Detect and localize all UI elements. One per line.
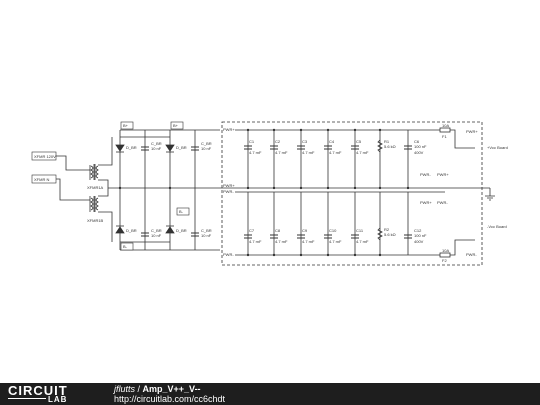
diode-label-1: D_BR xyxy=(126,145,137,150)
cap-value-c7: 4.7 mF xyxy=(249,239,262,244)
resistor-value-r2: 5.6 kΩ xyxy=(384,232,396,237)
input-cap-name-1: C_BR xyxy=(151,141,162,146)
input-cap-value-3: 10 nF xyxy=(151,233,162,238)
mid-label-c: PWR+ xyxy=(437,172,449,177)
resistor-name-r2: R2 xyxy=(384,227,390,232)
cap-name-c4: C4 xyxy=(329,139,335,144)
schematic-canvas: XFMR 120V XFMR N XFMR1A XFMR1B B+ B+ B- … xyxy=(31,121,508,266)
rail-label-top-out: PWR+ xyxy=(223,127,235,132)
film-cap-rating-c12: 400V xyxy=(414,239,424,244)
input-cap-name-3: C_BR xyxy=(151,228,162,233)
mid-label-b: PWR+ xyxy=(420,200,432,205)
diode-label-4: D_BR xyxy=(176,228,187,233)
film-cap-rating-c6: 400V xyxy=(414,150,424,155)
input-cap-name-4: C_BR xyxy=(201,228,212,233)
diode-label-3: D_BR xyxy=(126,228,137,233)
rail-label-bot-in: PWR- xyxy=(223,189,234,194)
rail-label-bot-out: PWR- xyxy=(223,252,234,257)
fuse-rating-f2: 10A xyxy=(442,248,449,253)
cap-name-c7: C7 xyxy=(249,228,255,233)
project-name[interactable]: Amp_V++_V-- xyxy=(142,384,201,394)
cap-name-c1: C1 xyxy=(249,139,255,144)
cap-name-c2: C2 xyxy=(275,139,281,144)
film-cap-name-c6: C6 xyxy=(414,139,420,144)
diode-tag-top-1: B+ xyxy=(123,123,129,128)
cap-value-c2: 4.7 mF xyxy=(275,150,288,155)
footer-bar: CIRCUIT LAB jflutts / Amp_V++_V-- http:/… xyxy=(0,383,540,405)
fuse-rating-f1: 10A xyxy=(442,123,449,128)
cap-value-c1: 4.7 mF xyxy=(249,150,262,155)
input-cap-value-1: 10 nF xyxy=(151,146,162,151)
logo-underline xyxy=(8,398,46,399)
transformer-label-1: XFMR1A xyxy=(87,185,104,190)
cap-value-c11: 4.7 mF xyxy=(356,239,369,244)
board-label-bottom: -Vcc Board xyxy=(487,224,507,229)
fuse-name-f1: F1 xyxy=(442,134,447,139)
film-cap-value-c6: 100 nF xyxy=(414,144,427,149)
resistor-value-r1: 5.6 kΩ xyxy=(384,144,396,149)
cap-name-c5: C5 xyxy=(356,139,362,144)
input-cap-name-2: C_BR xyxy=(201,141,212,146)
cap-value-c10: 4.7 mF xyxy=(329,239,342,244)
mid-label-d: PWR- xyxy=(437,200,448,205)
rail-label-top-in: PWR+ xyxy=(223,183,235,188)
transformer-label-2: XFMR1B xyxy=(87,218,104,223)
out-label-bottom: PWR- xyxy=(466,252,477,257)
logo-sub-text: LAB xyxy=(48,395,68,404)
cap-value-c5: 4.7 mF xyxy=(356,150,369,155)
input-label-2: XFMR N xyxy=(34,177,49,182)
film-cap-name-c12: C12 xyxy=(414,228,422,233)
mid-label-a: PWR- xyxy=(420,172,431,177)
cap-value-c4: 4.7 mF xyxy=(329,150,342,155)
fuse-name-f2: F2 xyxy=(442,258,447,263)
cap-name-c3: C3 xyxy=(302,139,308,144)
out-label-top: PWR+ xyxy=(466,129,478,134)
resistor-name-r1: R1 xyxy=(384,139,390,144)
diode-label-2: D_BR xyxy=(176,145,187,150)
author-link[interactable]: jflutts xyxy=(114,384,136,394)
cap-value-c3: 4.7 mF xyxy=(302,150,315,155)
cap-name-c8: C8 xyxy=(275,228,281,233)
input-cap-value-4: 10 nF xyxy=(201,233,212,238)
board-label-top: +Vcc Board xyxy=(487,145,508,150)
project-url[interactable]: http://circuitlab.com/cc6chdt xyxy=(114,394,226,404)
logo-main-text: CIRCUIT xyxy=(8,383,68,398)
cap-value-c8: 4.7 mF xyxy=(275,239,288,244)
input-label-1: XFMR 120V xyxy=(34,154,56,159)
film-cap-value-c12: 100 nF xyxy=(414,233,427,238)
cap-value-c9: 4.7 mF xyxy=(302,239,315,244)
diode-tag-top-2: B+ xyxy=(173,123,179,128)
title-separator: / xyxy=(135,384,143,394)
project-title: jflutts / Amp_V++_V-- xyxy=(114,384,201,394)
input-cap-value-2: 10 nF xyxy=(201,146,212,151)
diode-tag-bot-2: B- xyxy=(179,209,184,214)
circuitlab-logo: CIRCUIT LAB xyxy=(8,383,108,405)
diode-tag-bot-1: B- xyxy=(123,244,128,249)
cap-name-c11: C11 xyxy=(356,228,364,233)
cap-name-c10: C10 xyxy=(329,228,337,233)
cap-name-c9: C9 xyxy=(302,228,308,233)
